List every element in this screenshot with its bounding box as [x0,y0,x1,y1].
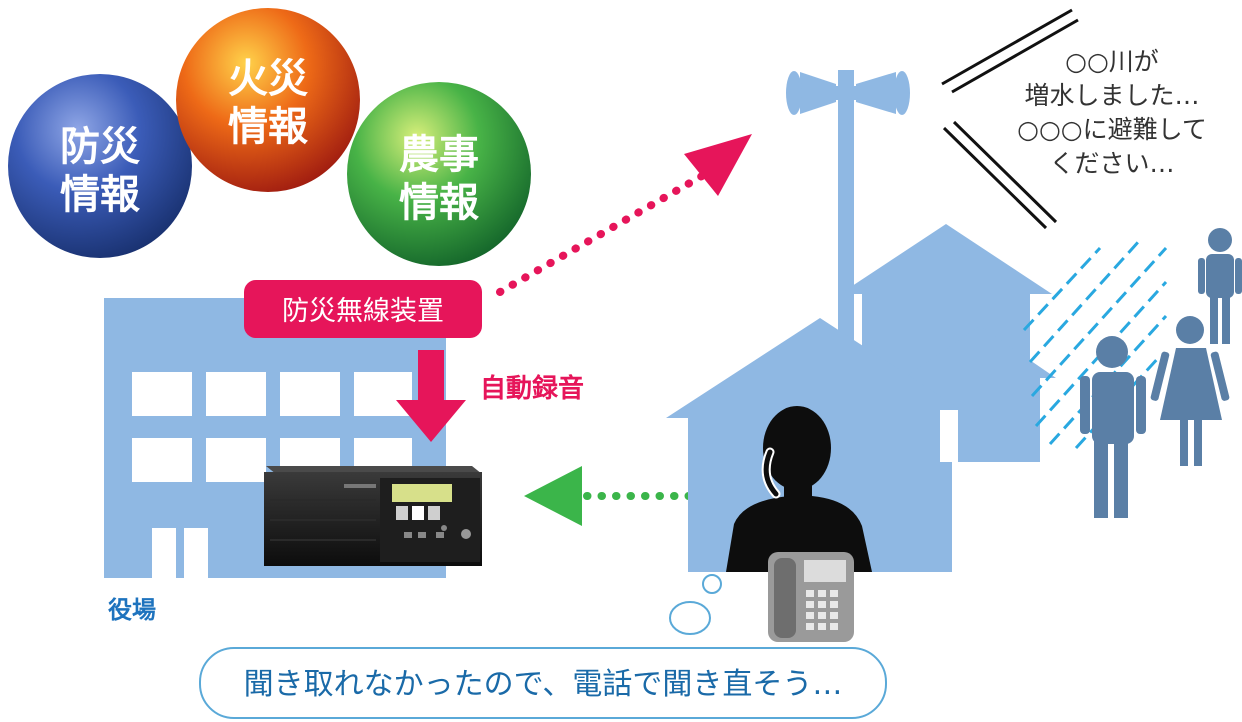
speaker-message: ○○川が 増水しました… ○○○に避難して ください… [1017,47,1207,178]
topic-ball-agriculture-line2: 情報 [399,180,479,226]
topic-ball-fire: 火災 情報 [176,8,360,192]
speaker-message-line2: 増水しました… [1024,81,1199,110]
topic-ball-disaster-line1: 防災 [60,124,140,170]
desk-phone-icon [768,552,854,642]
phone-inquiry-arrow [524,466,722,526]
speaker-message-line4: ください… [1049,149,1174,178]
broadcast-arrow [496,134,752,296]
thought-bubble [199,574,887,719]
person-standing-back [1198,228,1242,344]
speaker-message-line3: ○○○に避難して [1017,115,1207,144]
topic-ball-fire-line1: 火災 [228,56,308,102]
auto-record-label: 自動録音 [480,373,584,404]
device-label-badge: 防災無線装置 [244,280,482,338]
office-label: 役場 [108,596,156,624]
phone-handset-icon [761,447,781,499]
topic-ball-agriculture-line1: 農事 [399,132,479,178]
device-label-text: 防災無線装置 [282,296,444,327]
topic-ball-disaster: 防災 情報 [8,74,192,258]
house-windows [940,410,958,462]
auto-record-arrow [396,350,466,442]
person-man [1080,336,1146,518]
houses [666,224,1056,572]
recording-device [264,466,482,566]
thought-bubble-text: 聞き取れなかったので、電話で聞き直そう… [244,667,843,702]
topic-ball-agriculture: 農事 情報 [347,82,531,266]
speaker-message-line1: ○○川が [1065,47,1159,76]
topic-ball-disaster-line2: 情報 [60,172,140,218]
sound-lines [941,8,1079,230]
person-woman [1150,316,1230,466]
topic-ball-fire-line2: 情報 [228,104,308,150]
